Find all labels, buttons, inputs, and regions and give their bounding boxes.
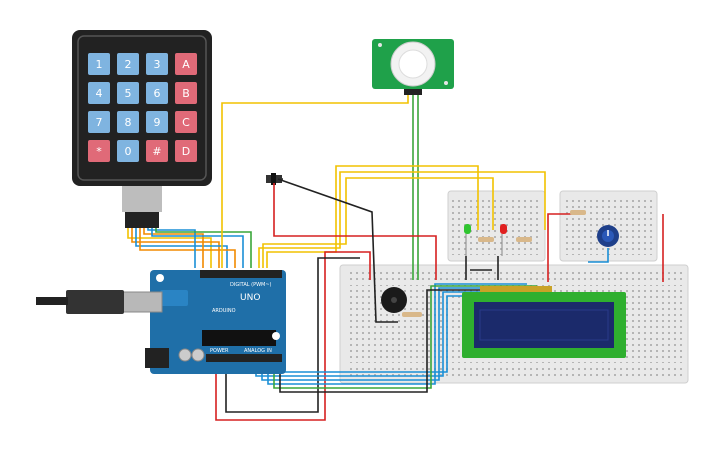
keypad-key: [175, 140, 197, 162]
keypad-ribbon-connector: [122, 186, 162, 228]
piezo-buzzer: [381, 287, 407, 313]
arduino-analog-label: ANALOG IN: [244, 348, 272, 354]
pir-wires: [221, 95, 419, 280]
keypad-key-label: D: [182, 145, 190, 158]
keypad-key-label: A: [182, 58, 190, 71]
keypad-key: [175, 82, 197, 104]
keypad-key-label: B: [182, 87, 190, 100]
keypad-key-label: 3: [154, 58, 161, 71]
lcd-display-16x2: [462, 286, 626, 358]
keypad-key: [146, 82, 168, 104]
keypad-keys: 1 2 3 A 4 5 6 B 7 8 9 C * 0 # D: [88, 53, 197, 162]
keypad-key-label: #: [152, 145, 161, 158]
led-green: [464, 224, 471, 256]
keypad-key: [146, 111, 168, 133]
keypad-wires: [127, 228, 252, 268]
keypad-key-label: 7: [96, 116, 103, 129]
keypad-key: [88, 82, 110, 104]
keypad-key-label: C: [182, 116, 190, 129]
keypad-key: [117, 111, 139, 133]
keypad-key-label: 6: [154, 87, 161, 100]
keypad-key-label: 1: [96, 58, 103, 71]
usb-cable: [36, 290, 163, 314]
keypad-key: [146, 140, 168, 162]
resistors: [402, 210, 586, 317]
keypad-key: [117, 53, 139, 75]
keypad-key: [88, 140, 110, 162]
keypad-key-label: 9: [154, 116, 161, 129]
keypad-key-label: 8: [125, 116, 132, 129]
led-red: [500, 224, 507, 256]
keypad-key: [117, 140, 139, 162]
keypad-key-label: *: [96, 145, 102, 158]
arduino-power-label: POWER: [210, 348, 229, 354]
keypad-key: [146, 53, 168, 75]
keypad-key: [88, 111, 110, 133]
slide-switch: [266, 173, 282, 185]
arduino-digital-label: DIGITAL (PWM~): [230, 282, 272, 288]
keypad-key: [175, 111, 197, 133]
keypad-key: [175, 53, 197, 75]
keypad-key-label: 0: [125, 145, 132, 158]
breadboard-small-left: [447, 190, 546, 262]
potentiometer: [597, 225, 619, 247]
arduino-brand-label: ARDUINO: [212, 308, 236, 314]
keypad-key-label: 5: [125, 87, 132, 100]
pir-motion-sensor: [372, 39, 454, 95]
misc-wires: [215, 165, 664, 421]
keypad-key-label: 2: [125, 58, 132, 71]
keypad-key: [117, 82, 139, 104]
keypad-key-label: 4: [96, 87, 103, 100]
arduino-uno: UNO ARDUINO DIGITAL (PWM~) POWER ANALOG …: [145, 270, 286, 374]
keypad-key: [88, 53, 110, 75]
arduino-model-label: UNO: [240, 293, 260, 303]
